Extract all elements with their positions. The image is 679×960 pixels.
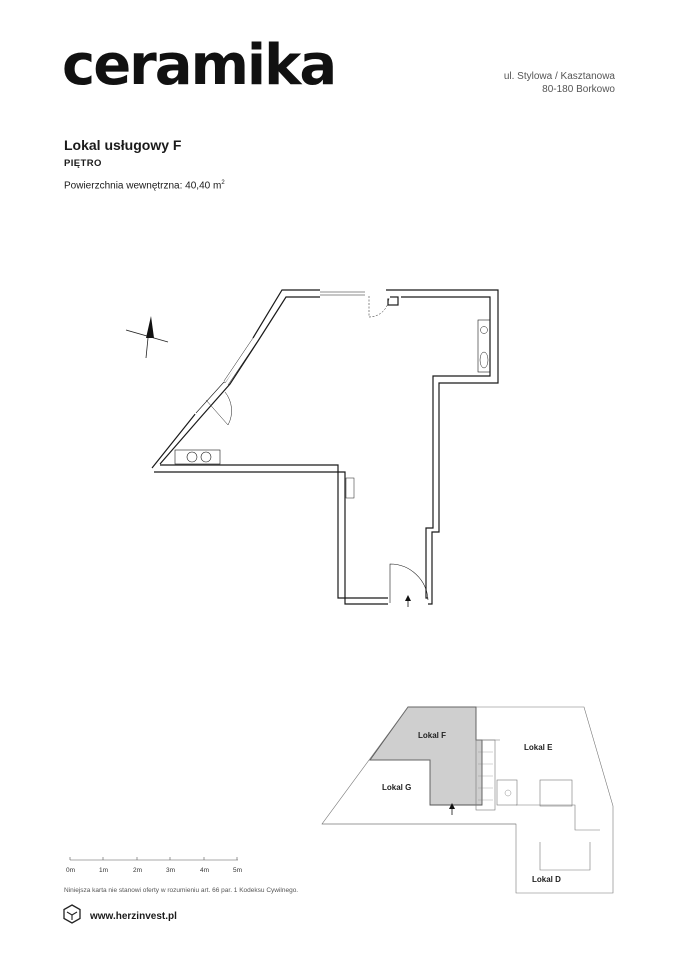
keyplan-label-lokal-e: Lokal E	[524, 743, 553, 752]
scale-tick-5: 5m	[233, 867, 242, 874]
address-line-1: ul. Stylowa / Kasztanowa	[503, 71, 615, 82]
unit-area: Powierzchnia wewnętrzna: 40,40 m2	[64, 180, 225, 191]
brand-logo: ceramika	[62, 33, 337, 98]
scale-tick-4: 4m	[200, 867, 209, 874]
address-block: ul. Stylowa / Kasztanowa 80-180 Borkowo	[504, 70, 615, 96]
entrance-arrow-icon	[405, 595, 411, 607]
scale-tick-1: 1m	[99, 867, 108, 874]
scale-bar	[69, 857, 238, 861]
north-arrow-icon	[125, 316, 169, 359]
scale-tick-3: 3m	[166, 867, 175, 874]
key-plan	[321, 706, 614, 894]
website-link[interactable]: www.herzinvest.pl	[90, 911, 177, 922]
keyplan-entrance-arrow-icon	[449, 803, 455, 815]
scale-tick-2: 2m	[133, 867, 142, 874]
unit-area-sup: 2	[221, 180, 225, 186]
unit-floor-plan	[151, 289, 499, 609]
unit-title: Lokal usługowy F	[64, 137, 182, 153]
unit-floor: PIĘTRO	[64, 158, 102, 169]
hexagon-logo-icon	[63, 904, 81, 924]
keyplan-label-lokal-g: Lokal G	[382, 783, 411, 792]
unit-area-label: Powierzchnia wewnętrzna: 40,40 m	[64, 180, 222, 192]
address-line-2: 80-180 Borkowo	[542, 84, 615, 95]
legal-disclaimer: Niniejsza karta nie stanowi oferty w roz…	[64, 887, 299, 894]
scale-ticks: 0m 1m 2m 3m 4m 5m	[66, 867, 242, 874]
keyplan-label-lokal-f: Lokal F	[418, 731, 446, 740]
keyplan-label-lokal-d: Lokal D	[532, 875, 561, 884]
scale-tick-0: 0m	[66, 867, 75, 874]
